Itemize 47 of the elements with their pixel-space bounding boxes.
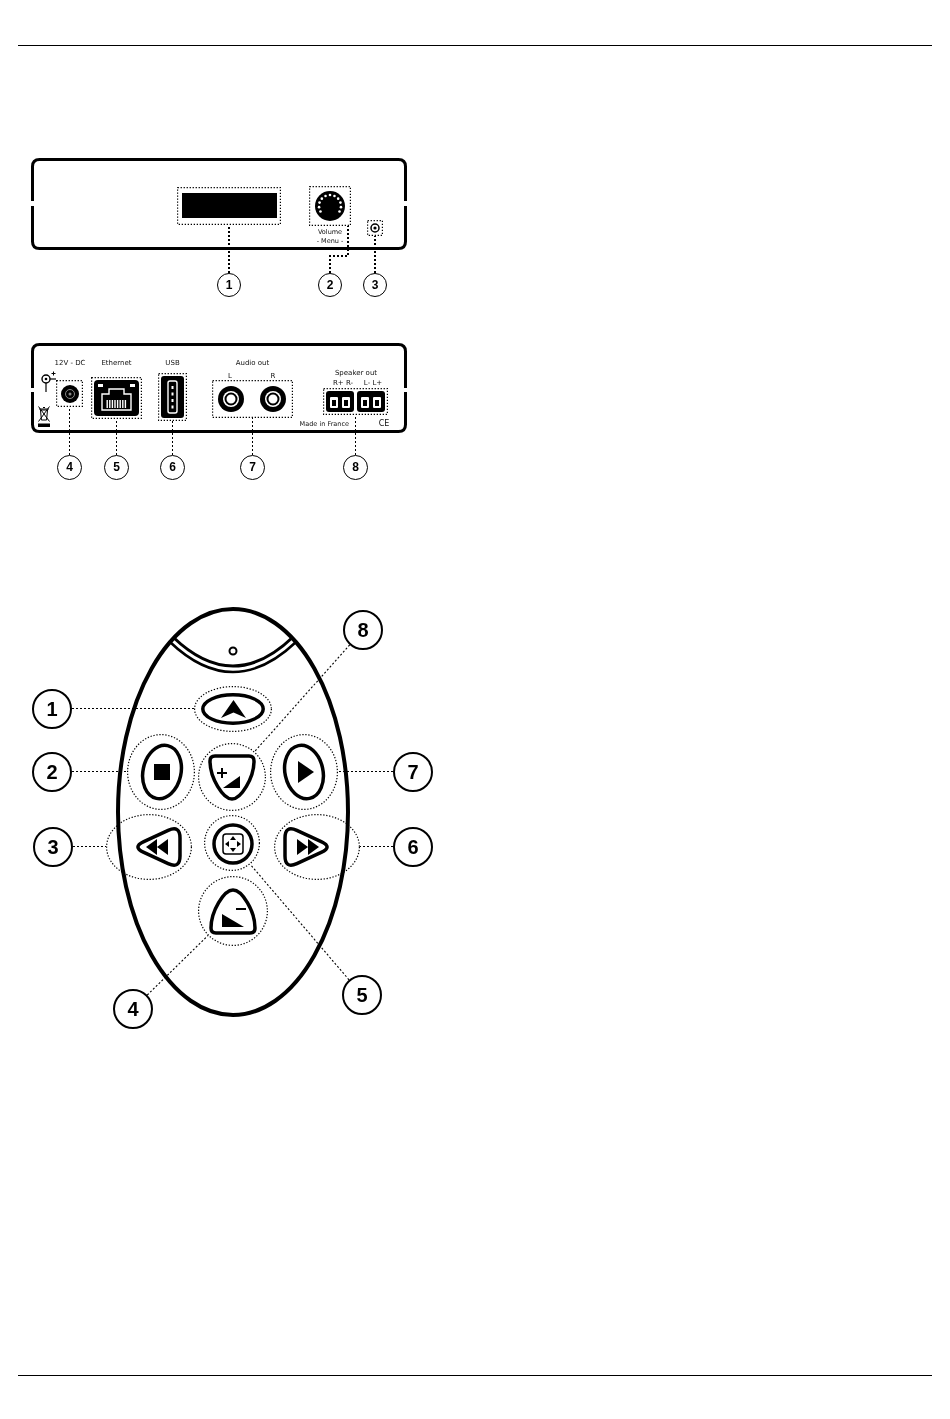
leader-line — [337, 770, 394, 773]
leader-line — [254, 644, 351, 753]
callout-number: 6 — [393, 826, 433, 867]
callout-number: 2 — [318, 273, 342, 297]
callout-number: 1 — [32, 688, 72, 729]
dotted-frame — [212, 380, 293, 418]
callout-number: 2 — [32, 751, 72, 792]
callout-number: 3 — [363, 273, 387, 297]
dotted-ring — [198, 876, 268, 946]
dotted-ring — [127, 733, 195, 810]
leader-line — [249, 863, 350, 981]
callout-number: 7 — [393, 751, 433, 792]
dotted-frame — [309, 186, 351, 226]
leader-line — [68, 406, 71, 456]
callout-number: 6 — [160, 454, 185, 480]
leader-line — [359, 845, 394, 848]
dotted-ring — [270, 733, 338, 810]
dotted-ring — [198, 743, 266, 811]
leader-line — [71, 770, 128, 773]
leader-line — [251, 417, 254, 456]
rear-panel — [31, 343, 407, 433]
callout-number: 5 — [104, 454, 129, 480]
callout-number: 7 — [240, 454, 265, 480]
dotted-frame — [177, 187, 281, 225]
leader-line — [374, 235, 376, 274]
callout-number: 4 — [113, 989, 153, 1029]
dotted-ring — [204, 815, 260, 871]
leader-line — [115, 418, 118, 456]
callout-number: 5 — [342, 975, 382, 1015]
dotted-frame — [323, 388, 388, 415]
dotted-ring — [106, 813, 192, 880]
remote-control — [116, 607, 350, 1017]
leader-line — [329, 225, 349, 274]
leader-line — [354, 414, 357, 456]
callout-number: 1 — [217, 273, 241, 297]
callout-number: 8 — [343, 610, 383, 650]
callout-number: 3 — [33, 826, 73, 867]
dotted-ring — [194, 685, 272, 732]
leader-line — [71, 707, 195, 710]
leader-line — [146, 934, 209, 996]
leader-line — [72, 845, 107, 848]
front-panel — [31, 158, 407, 250]
dotted-ring — [274, 813, 360, 880]
callout-number: 8 — [343, 454, 368, 480]
leader-line — [171, 420, 174, 456]
callout-number: 4 — [57, 454, 82, 480]
leader-line — [228, 224, 230, 274]
